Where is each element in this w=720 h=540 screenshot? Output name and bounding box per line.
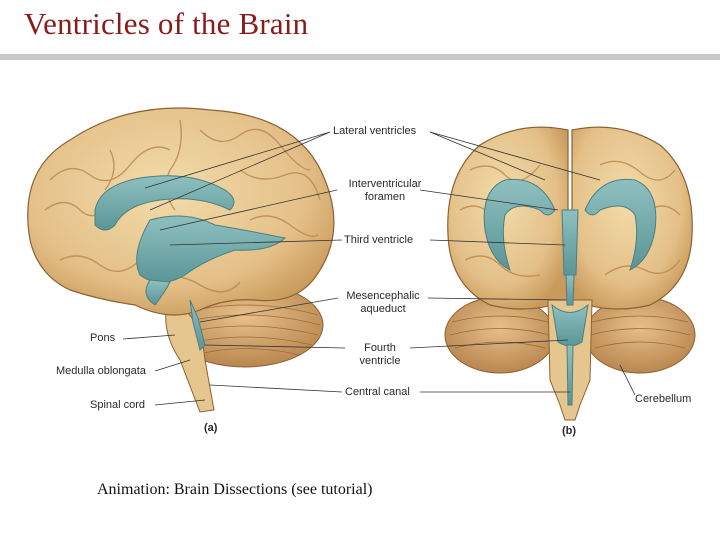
label-mesencephalic-aqueduct-line1: Mesencephalic <box>346 290 420 302</box>
label-spinal-cord: Spinal cord <box>90 399 146 411</box>
label-mesencephalic-aqueduct-line2: aqueduct <box>360 303 406 315</box>
cerebrum-lateral <box>27 107 335 316</box>
coronal-view-brain <box>444 126 696 421</box>
label-fourth-ventricle: Fourth ventricle <box>350 342 410 368</box>
panel-label-b: (b) <box>562 425 577 437</box>
label-pons: Pons <box>90 332 116 344</box>
label-interventricular-foramen-line2: foramen <box>364 191 406 203</box>
label-fourth-ventricle-line1: Fourth <box>364 342 396 354</box>
label-medulla-oblongata: Medulla oblongata <box>56 365 146 377</box>
title-divider <box>0 54 720 60</box>
label-interventricular-foramen: Interventricular foramen <box>335 178 435 204</box>
label-cerebellum: Cerebellum <box>635 393 692 405</box>
label-interventricular-foramen-line1: Interventricular <box>348 178 422 190</box>
label-mesencephalic-aqueduct: Mesencephalic aqueduct <box>333 290 433 316</box>
panel-label-a: (a) <box>204 422 218 434</box>
left-hemisphere <box>447 126 569 310</box>
ventricles-lateral <box>94 175 287 351</box>
label-fourth-ventricle-line2: ventricle <box>359 355 401 367</box>
label-central-canal: Central canal <box>345 386 410 398</box>
label-third-ventricle: Third ventricle <box>344 234 414 246</box>
animation-caption: Animation: Brain Dissections (see tutori… <box>97 481 373 498</box>
lateral-view-brain <box>27 107 335 413</box>
slide-title: Ventricles of the Brain <box>24 6 309 41</box>
brain-illustration <box>27 107 696 421</box>
brain-ventricles-figure: Lateral ventricles Interventricular fora… <box>0 60 720 460</box>
leader-lines <box>122 131 636 406</box>
label-lateral-ventricles: Lateral ventricles <box>333 125 417 137</box>
right-hemisphere <box>571 126 693 310</box>
